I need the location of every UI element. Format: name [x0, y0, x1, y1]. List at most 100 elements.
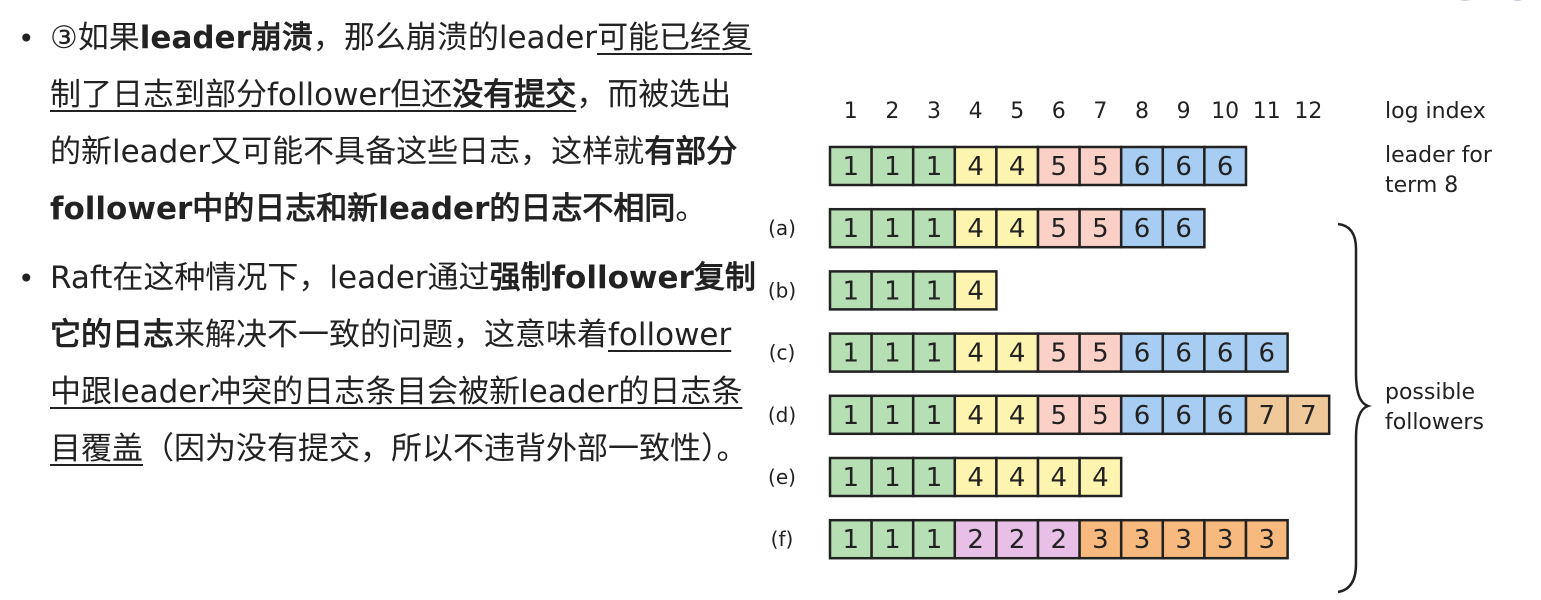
log-entry-cell — [1286, 394, 1331, 436]
text-span: ，那么崩溃的leader — [312, 20, 598, 56]
log-entry-cell — [995, 207, 1040, 249]
index-label: 6 — [1052, 99, 1066, 124]
log-entry-cell — [1036, 456, 1081, 498]
bullet-dot: • — [18, 262, 35, 295]
index-label: 3 — [927, 99, 941, 124]
log-entry-term: 4 — [967, 401, 984, 431]
log-entry-cell — [870, 518, 915, 560]
bullet-dot: • — [18, 22, 35, 55]
log-entry-term: 6 — [1175, 401, 1192, 431]
log-entry-cell — [911, 270, 957, 311]
index-label: 11 — [1253, 99, 1281, 124]
bold-underlined-text: 没有提交 — [452, 77, 577, 113]
log-entry-cell — [995, 518, 1040, 560]
log-entry-cell — [1078, 394, 1123, 436]
underlined-text: 可能已经复制了日志到部分follower但还 — [50, 20, 753, 113]
log-entry-term: 1 — [884, 525, 901, 555]
log-entry-term: 4 — [967, 214, 984, 244]
log-entry-cell — [953, 518, 998, 560]
leader-label-line2: term 8 — [1385, 173, 1458, 198]
log-entry-term: 3 — [1175, 525, 1192, 555]
log-entry-term: 6 — [1134, 214, 1151, 244]
log-entry-cell — [995, 394, 1040, 436]
log-entry-cell — [1119, 332, 1165, 373]
corner-decoration-icon — [1459, 0, 1522, 2]
log-entry-term: 5 — [1051, 152, 1068, 182]
log-entry-cell — [953, 207, 998, 249]
index-label: 1 — [844, 99, 858, 124]
log-entry-term: 6 — [1259, 339, 1276, 369]
log-entry-term: 1 — [843, 525, 860, 555]
log-entry-cell — [870, 456, 915, 498]
log-entry-term: 6 — [1217, 401, 1234, 431]
log-entry-term: 4 — [967, 276, 984, 306]
log-entry-cell — [1119, 207, 1165, 249]
bullet-2: •Raft在这种情况下，leader通过强制follower复制它的日志来解决不… — [12, 250, 762, 478]
log-entry-term: 4 — [967, 152, 984, 182]
index-label: 5 — [1010, 99, 1024, 124]
underlined-text: follower中跟leader冲突的日志条目会被新leader的日志条目覆盖 — [50, 317, 743, 467]
log-entry-term: 1 — [884, 152, 901, 182]
log-entry-cell — [953, 270, 998, 311]
log-entry-term: 4 — [1051, 463, 1068, 493]
log-entry-cell — [953, 332, 998, 373]
index-label: 2 — [885, 99, 899, 124]
log-entry-term: 4 — [1092, 463, 1109, 493]
log-entry-term: 1 — [843, 463, 860, 493]
log-entry-term: 5 — [1051, 214, 1068, 244]
log-entry-cell — [1036, 332, 1081, 373]
log-entry-term: 1 — [926, 525, 943, 555]
bold-text: 强制follower复制它的日志 — [50, 260, 756, 353]
log-entry-term: 1 — [926, 276, 943, 306]
text-span: ③如果 — [50, 20, 140, 56]
log-entry-term: 1 — [843, 152, 860, 182]
log-entry-term: 5 — [1051, 401, 1068, 431]
log-entry-cell — [911, 518, 957, 560]
log-entry-term: 6 — [1175, 152, 1192, 182]
log-entry-term: 2 — [1009, 525, 1026, 555]
log-entry-term: 7 — [1259, 401, 1276, 431]
bold-text: 有部分follower中的日志和新leader的日志不相同 — [50, 134, 738, 227]
log-entry-cell — [1078, 456, 1123, 498]
log-entry-term: 7 — [1300, 401, 1317, 431]
log-entry-term: 6 — [1175, 214, 1192, 244]
log-entry-cell — [1161, 207, 1206, 249]
log-index-label: log index — [1385, 99, 1486, 124]
log-entry-cell — [1203, 145, 1248, 187]
follower-brace — [1337, 222, 1372, 594]
log-entry-term: 4 — [1009, 152, 1026, 182]
log-entry-cell — [1119, 518, 1165, 560]
row-label: (f) — [771, 527, 794, 551]
index-label: 10 — [1211, 99, 1239, 124]
log-entry-cell — [1203, 394, 1248, 436]
log-entry-term: 1 — [884, 463, 901, 493]
leader-label-line1: leader for — [1385, 143, 1493, 168]
log-entry-term: 1 — [926, 463, 943, 493]
log-entry-term: 5 — [1051, 339, 1068, 369]
index-label: 9 — [1177, 99, 1191, 124]
log-entry-term: 6 — [1175, 339, 1192, 369]
row-label: (b) — [768, 278, 796, 302]
log-entry-term: 4 — [1009, 463, 1026, 493]
log-entry-term: 5 — [1092, 339, 1109, 369]
log-entry-term: 5 — [1092, 152, 1109, 182]
log-entry-cell — [953, 456, 998, 498]
log-entry-term: 4 — [1009, 214, 1026, 244]
log-entry-term: 3 — [1092, 525, 1109, 555]
log-entry-cell — [1078, 207, 1123, 249]
index-label: 4 — [969, 99, 983, 124]
index-label: 8 — [1135, 99, 1149, 124]
row-label: (a) — [768, 216, 796, 240]
log-entry-term: 4 — [967, 339, 984, 369]
followers-label-line2: followers — [1385, 410, 1484, 435]
log-entry-cell — [828, 270, 873, 311]
log-entry-cell — [1244, 332, 1289, 373]
log-entry-term: 1 — [926, 152, 943, 182]
log-entry-term: 6 — [1217, 152, 1234, 182]
row-label: (d) — [768, 403, 796, 427]
log-entry-cell — [1161, 394, 1206, 436]
log-entry-term: 2 — [1051, 525, 1068, 555]
text-span: ，而被选出的新leader又可能不具备这些日志，这样就 — [50, 77, 732, 170]
